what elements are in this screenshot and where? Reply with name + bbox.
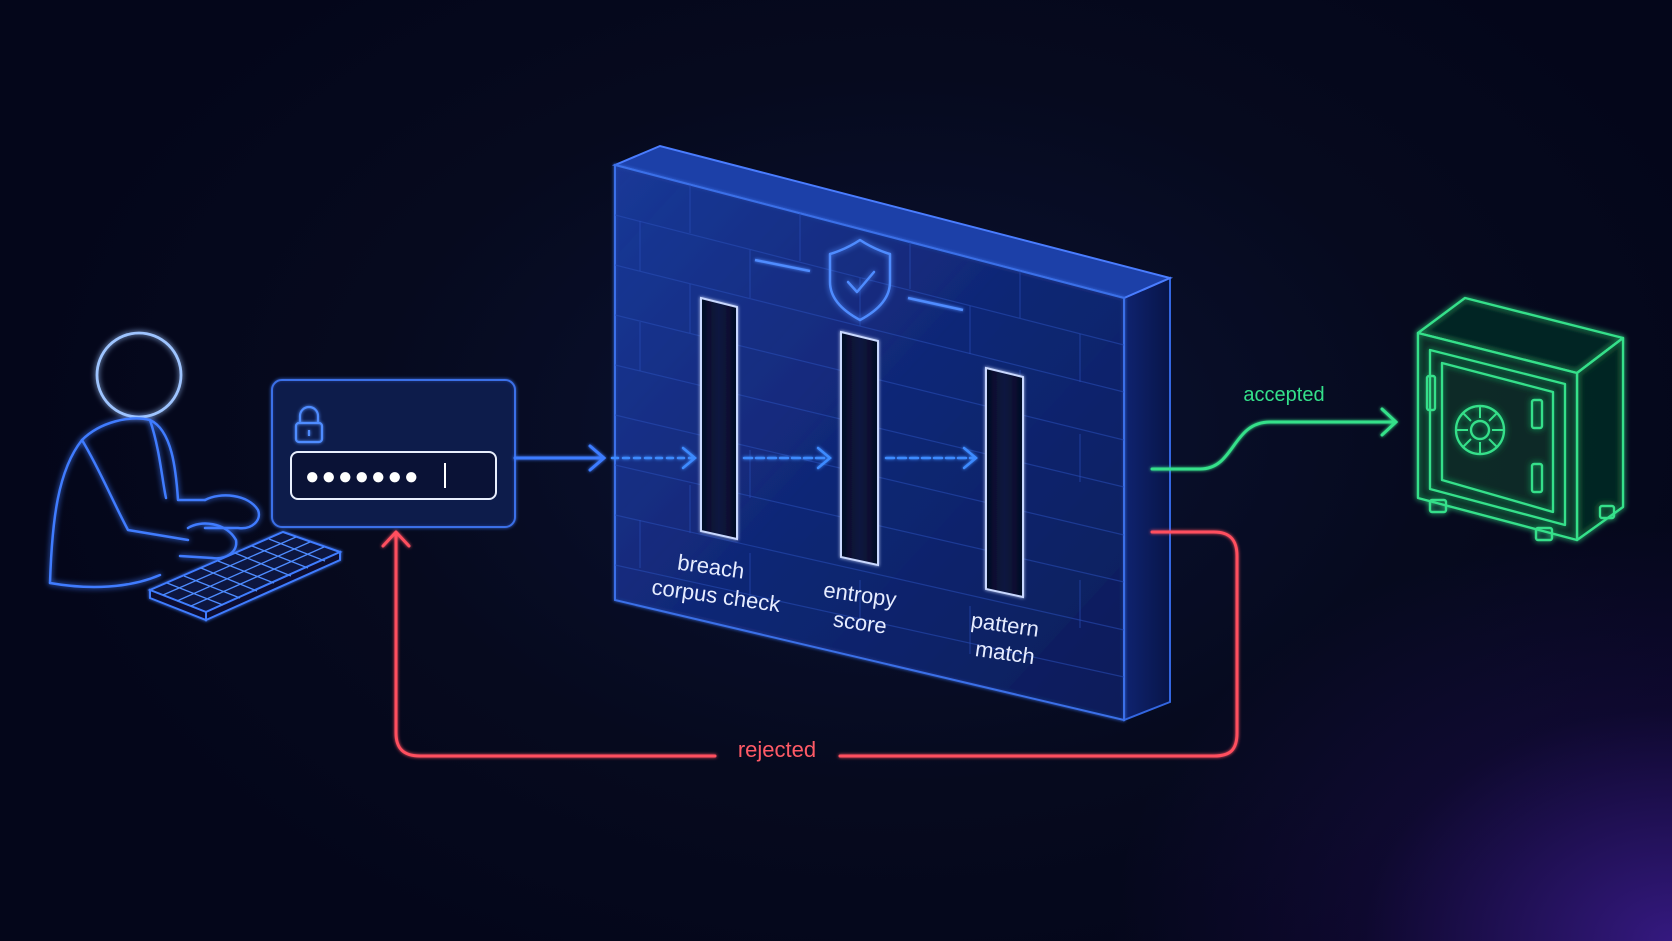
internal-flow [610,446,978,470]
user-head [95,331,183,419]
user-hand-front [178,522,238,560]
shield-rule-right [907,296,964,312]
accepted-label: accepted [1243,384,1324,406]
rejected-path [381,530,1239,758]
user-hand-back [203,494,261,530]
stage-slot-breach [700,296,738,541]
user-figure [48,331,261,589]
stage-slot-entropy [840,330,879,567]
password-masked-value: ●●●●●●● [305,463,420,490]
shield-rule-left [754,258,811,273]
user-body [48,417,207,585]
vault-safe-icon [1416,296,1625,542]
password-card: ●●●●●●● [271,379,516,528]
accepted-path [1150,407,1399,471]
lock-icon [294,405,324,444]
rejected-label: rejected [738,737,816,762]
stage-slot-pattern [985,366,1024,599]
shield-check-icon [828,238,892,322]
validation-wall: breach corpus check entropy score patter… [610,144,1174,722]
flow-arrow-submit [513,444,607,472]
keyboard [147,530,343,622]
